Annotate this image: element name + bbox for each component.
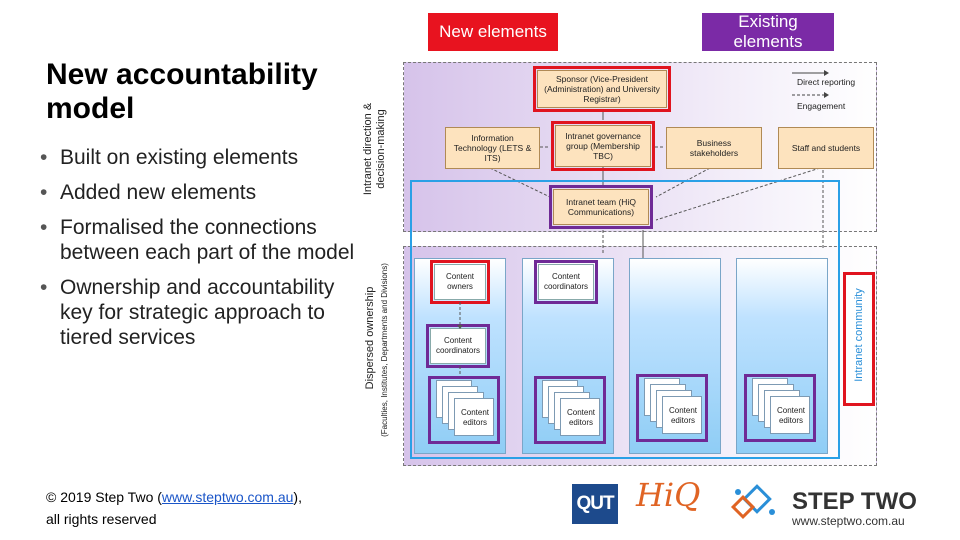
copyright-prefix: © 2019 Step Two ( bbox=[46, 489, 162, 505]
bullet-list: Built on existing elements Added new ele… bbox=[40, 145, 360, 360]
it-node: Information Technology (LETS & ITS) bbox=[445, 127, 540, 169]
governance-node: Intranet governance group (Membership TB… bbox=[551, 121, 655, 171]
content-editors-label: Content editors bbox=[566, 408, 596, 427]
content-owners-node: Content owners bbox=[430, 260, 490, 304]
copyright-suffix: ), bbox=[293, 489, 302, 505]
key-arrows bbox=[792, 70, 829, 98]
intranet-community-box bbox=[843, 272, 875, 406]
bullet-item: Ownership and accountability key for str… bbox=[40, 275, 360, 350]
bullet-item: Built on existing elements bbox=[40, 145, 360, 170]
ownership-label: Dispersed ownership bbox=[364, 286, 376, 390]
copyright-line2: all rights reserved bbox=[46, 511, 157, 527]
hiq-logo: HiQ bbox=[636, 476, 701, 514]
bullet-item: Formalised the connections between each … bbox=[40, 215, 360, 265]
steptwo-logo-text: STEP TWO bbox=[792, 488, 917, 515]
steptwo-logo-icon bbox=[730, 484, 775, 520]
slide-title: New accountability model bbox=[46, 58, 318, 125]
content-editors-label: Content editors bbox=[776, 406, 806, 425]
sponsor-node: Sponsor (Vice-President (Administration)… bbox=[533, 66, 671, 112]
content-editors-stack: Content editors bbox=[636, 374, 708, 442]
content-coordinators-node: Content coordinators bbox=[426, 324, 490, 368]
legend-new-elements: New elements bbox=[428, 13, 558, 51]
steptwo-link[interactable]: www.steptwo.com.au bbox=[161, 489, 294, 505]
ownership-sublabel: (Faculties, Institutes, Departments and … bbox=[380, 263, 389, 437]
legend-existing-elements: Existing elements bbox=[702, 12, 834, 51]
content-editors-stack: Content editors bbox=[428, 376, 500, 444]
intranet-community-label: Intranet community bbox=[853, 288, 865, 382]
content-editors-stack: Content editors bbox=[744, 374, 816, 442]
steptwo-logo-url: www.steptwo.com.au bbox=[792, 514, 905, 528]
column-arrows bbox=[457, 302, 463, 378]
key-direct-label: Direct reporting bbox=[797, 77, 856, 87]
content-editors-stack: Content editors bbox=[534, 376, 606, 444]
staff-node: Staff and students bbox=[778, 127, 874, 169]
content-editors-label: Content editors bbox=[460, 408, 490, 427]
intranet-team-node: Intranet team (HiQ Communications) bbox=[549, 185, 653, 229]
direction-label: Intranet direction & decision-making bbox=[362, 102, 387, 196]
qut-logo: QUT bbox=[572, 484, 618, 524]
business-node: Business stakeholders bbox=[666, 127, 762, 169]
copyright: © 2019 Step Two (www.steptwo.com.au), al… bbox=[46, 486, 366, 530]
bullet-item: Added new elements bbox=[40, 180, 360, 205]
community-outline bbox=[410, 180, 840, 459]
content-editors-label: Content editors bbox=[668, 406, 698, 425]
content-coordinators-node: Content coordinators bbox=[534, 260, 598, 304]
key-engagement-label: Engagement bbox=[797, 101, 846, 111]
